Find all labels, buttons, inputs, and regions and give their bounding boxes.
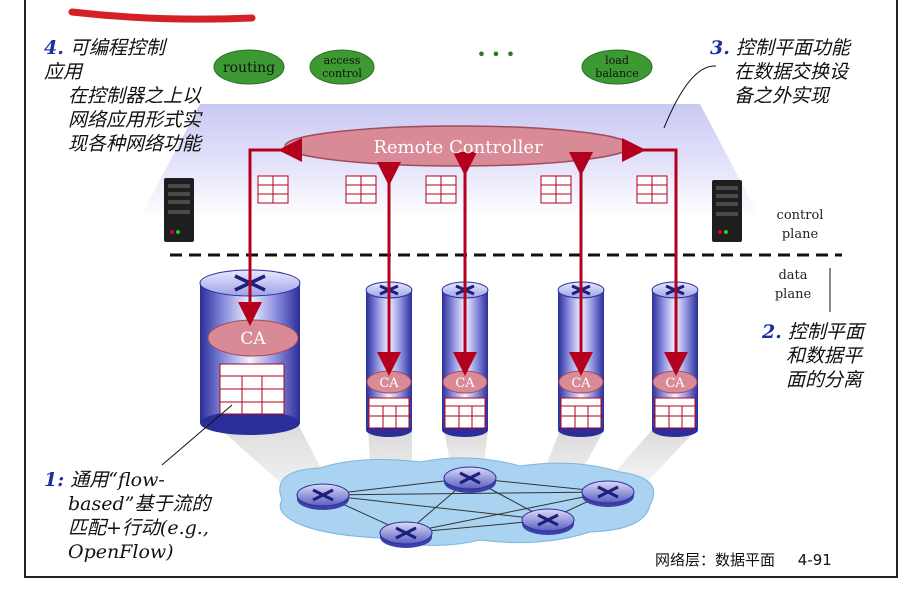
annotation-2-line-3: 面的分离	[786, 369, 863, 391]
app-access-control	[309, 49, 375, 85]
slide-frame	[24, 0, 898, 578]
annotation-4-line-2: 应用	[44, 61, 83, 83]
data-plane-label-1: data	[778, 268, 807, 283]
control-plane-label-2: plane	[782, 227, 819, 242]
annotation-2-number: 2.	[762, 321, 782, 343]
ca-label-1: CA	[379, 376, 399, 391]
annotation-1-line-4: OpenFlow)	[68, 541, 174, 563]
app-ellipsis: • • •	[477, 45, 515, 64]
switch-large	[199, 269, 301, 435]
slide-footer: 网络层：数据平面 4-91	[655, 549, 832, 570]
annotation-control-outside: 3. 控制平面功能 在数据交换设 备之外实现	[710, 36, 890, 108]
annotation-flow-based: 1: 通用“flow- based”基于流的 匹配+行动(e.g., OpenF…	[44, 468, 264, 564]
annotation-4-number: 4.	[44, 37, 64, 59]
annotation-1-number: 1:	[44, 469, 65, 491]
ca-label-4: CA	[665, 376, 685, 391]
app-load-balance	[581, 49, 653, 85]
footer-title: 网络层：数据平面	[655, 551, 776, 569]
footer-page-number: 4-91	[797, 551, 832, 569]
control-plane-label-1: control	[777, 208, 824, 223]
annotation-1-line-1: 1: 通用“flow-	[44, 469, 165, 491]
annotation-4-line-5: 现各种网络功能	[68, 133, 202, 155]
annotation-4-line-3: 在控制器之上以	[68, 85, 202, 107]
server-right-icon	[712, 180, 742, 242]
ca-label-large: CA	[240, 329, 266, 349]
app-routing-label: routing	[223, 60, 275, 76]
data-plane-label-2: plane	[775, 287, 812, 302]
annotation-plane-separation: 2. 控制平面 和数据平 面的分离	[762, 320, 890, 392]
app-load-label-2: balance	[595, 67, 638, 80]
app-access-label-2: control	[322, 67, 362, 80]
annotation-4-line-4: 网络应用形式实	[68, 109, 202, 131]
ca-label-2: CA	[455, 376, 475, 391]
controller-switch-arrows	[238, 138, 688, 376]
annotation-3-number: 3.	[710, 37, 730, 59]
annotation-3-line-2: 在数据交换设	[734, 61, 849, 83]
remote-controller-label: Remote Controller	[373, 137, 543, 158]
app-access-label-1: access	[324, 54, 361, 67]
annotation-2-line-2: 和数据平	[786, 345, 863, 367]
ca-label-3: CA	[571, 376, 591, 391]
annotation-2-line-1: 2. 控制平面	[762, 321, 864, 343]
server-left-icon	[164, 178, 194, 242]
app-load-label-1: load	[605, 54, 629, 67]
annotation-3-line-3: 备之外实现	[734, 85, 830, 107]
annotation-4-line-1: 4. 可编程控制	[44, 37, 165, 59]
annotation-pointers	[161, 65, 831, 466]
title-underline	[68, 8, 256, 23]
annotation-programmable-apps: 4. 可编程控制 应用 在控制器之上以 网络应用形式实 现各种网络功能	[44, 36, 244, 156]
annotation-1-line-2: based”基于流的	[68, 493, 211, 515]
annotation-3-line-1: 3. 控制平面功能	[710, 37, 850, 59]
network-routers	[296, 466, 635, 548]
annotation-1-line-3: 匹配+行动(e.g.,	[68, 517, 209, 539]
app-routing	[213, 49, 285, 85]
